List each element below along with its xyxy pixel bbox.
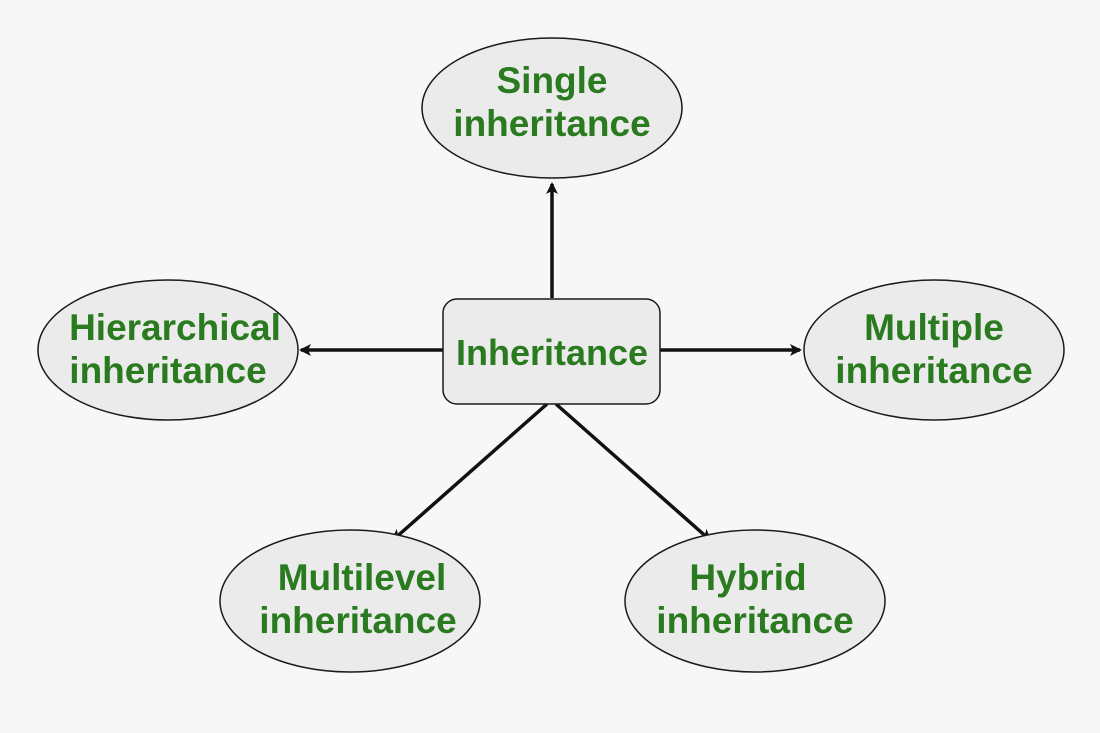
multiple-ellipse [803,279,1065,421]
arrow-to-multilevel [391,402,549,542]
hierarchical-label-line2: inheritance [69,350,266,391]
single-ellipse [421,37,683,179]
hierarchical-ellipse [37,279,299,421]
hybrid-label-line1: Hybrid [689,557,806,598]
inheritance-label: Inheritance [456,332,648,373]
single-label-line1: Single [496,60,607,101]
node-multiple-inheritance: Multiple inheritance [803,279,1065,421]
multilevel-label-line2: inheritance [259,600,456,641]
arrow-to-hybrid [554,402,712,542]
node-multilevel-inheritance: Multilevel inheritance [219,529,481,673]
hybrid-ellipse [624,529,886,673]
hybrid-label-line2: inheritance [656,600,853,641]
single-label-line2: inheritance [453,103,650,144]
inheritance-box [442,298,661,405]
multiple-label-line2: inheritance [835,350,1032,391]
node-hierarchical-inheritance: Hierarchical inheritance [37,279,299,421]
node-hybrid-inheritance: Hybrid inheritance [624,529,886,673]
multiple-label-line1: Multiple [864,307,1004,348]
multilevel-ellipse [219,529,481,673]
node-single-inheritance: Single inheritance [421,37,683,179]
node-inheritance: Inheritance [442,298,661,405]
multilevel-label-line1: Multilevel [278,557,447,598]
hierarchical-label-line1: Hierarchical [69,307,281,348]
